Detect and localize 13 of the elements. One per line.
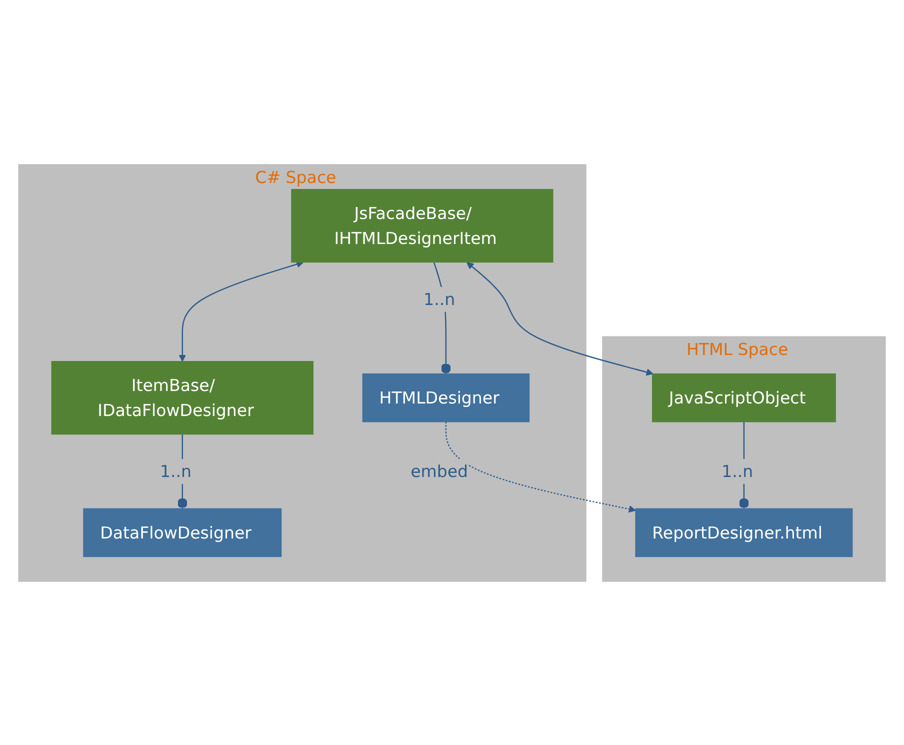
edge-label: 1..n bbox=[424, 288, 456, 309]
node-box: HTMLDesigner bbox=[362, 372, 530, 422]
node-box: JsFacadeBase/ IHTMLDesignerItem bbox=[291, 188, 554, 262]
node-box: JavaScriptObject bbox=[652, 372, 836, 422]
edge-label: 1..n bbox=[722, 461, 754, 481]
edge-label: 1..n bbox=[160, 461, 192, 481]
arrow bbox=[445, 421, 636, 512]
arrow bbox=[466, 262, 654, 376]
node-box: ItemBase/ IDataFlowDesigner bbox=[51, 360, 314, 434]
node-box: ReportDesigner.html bbox=[635, 508, 853, 557]
node-box: DataFlowDesigner bbox=[83, 508, 282, 557]
edge-label: embed bbox=[410, 461, 468, 481]
arrow bbox=[178, 260, 304, 362]
